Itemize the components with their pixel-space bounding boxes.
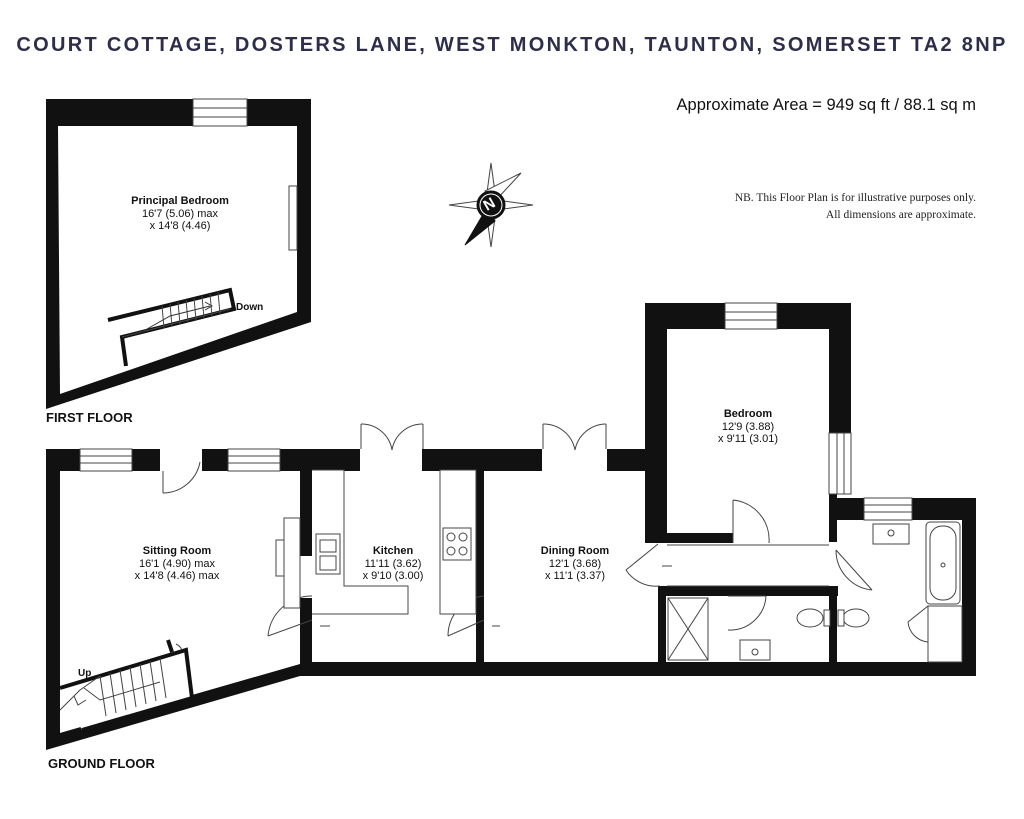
room-principal-bedroom: Principal Bedroom 16'7 (5.06) max x 14'8… xyxy=(131,195,229,233)
room-name: Sitting Room xyxy=(142,545,212,557)
approximate-area: Approximate Area = 949 sq ft / 88.1 sq m xyxy=(676,96,976,114)
disclaimer-line-1: NB. This Floor Plan is for illustrative … xyxy=(734,192,976,204)
first-floor-window xyxy=(192,98,248,127)
disclaimer-note: NB. This Floor Plan is for illustrative … xyxy=(735,190,976,224)
shower-room-fixtures xyxy=(667,597,870,661)
stairs-down-label: Down xyxy=(236,302,264,313)
room-name: Principal Bedroom xyxy=(131,195,229,207)
room-name: Bedroom xyxy=(723,408,773,420)
first-floor-staircase xyxy=(107,287,237,367)
ground-floor-staircase xyxy=(59,639,195,732)
room-bedroom: Bedroom 12'9 (3.88) x 9'11 (3.01) xyxy=(718,408,778,446)
room-dim: x 9'10 (3.00) xyxy=(362,570,424,582)
room-dining-room: Dining Room 12'1 (3.68) x 11'1 (3.37) xyxy=(541,545,609,583)
ground-floor-label: GROUND FLOOR xyxy=(48,756,155,771)
toilet-1 xyxy=(796,608,824,628)
disclaimer-line-2: All dimensions are approximate. xyxy=(825,209,976,221)
room-dim: 12'1 (3.68) xyxy=(548,557,602,570)
stairs-up-label: Up xyxy=(78,668,92,679)
bedroom-window-top xyxy=(724,302,778,330)
room-dim: x 14'8 (4.46) xyxy=(149,220,211,232)
room-dim: x 11'1 (3.37) xyxy=(545,570,605,582)
compass-rose xyxy=(448,162,534,248)
room-kitchen: Kitchen 11'11 (3.62) x 9'10 (3.00) xyxy=(363,545,424,583)
bedroom-window-side xyxy=(828,432,852,495)
first-floor-label: FIRST FLOOR xyxy=(46,410,133,425)
kitchen-hob xyxy=(442,527,472,561)
room-dim: 16'7 (5.06) max xyxy=(141,207,219,220)
kitchen-units xyxy=(312,469,477,615)
room-dim: 11'11 (3.62) xyxy=(364,557,422,570)
room-dim: x 14'8 (4.46) max xyxy=(134,570,220,582)
room-dim: x 9'11 (3.01) xyxy=(718,433,778,445)
toilet-2 xyxy=(842,608,870,628)
room-dim: 12'9 (3.88) xyxy=(721,420,775,433)
sitting-window-2 xyxy=(227,448,281,472)
room-name: Kitchen xyxy=(372,545,414,557)
bath-window xyxy=(863,497,913,521)
first-floor-walls xyxy=(46,99,311,409)
room-name: Dining Room xyxy=(540,545,610,557)
room-sitting-room: Sitting Room 16'1 (4.90) max x 14'8 (4.4… xyxy=(135,545,220,583)
room-dim: 16'1 (4.90) max xyxy=(138,557,216,570)
sitting-window-1 xyxy=(79,448,133,472)
property-address-heading: COURT COTTAGE, DOSTERS LANE, WEST MONKTO… xyxy=(16,34,1008,56)
bathroom-fixtures xyxy=(872,521,963,663)
